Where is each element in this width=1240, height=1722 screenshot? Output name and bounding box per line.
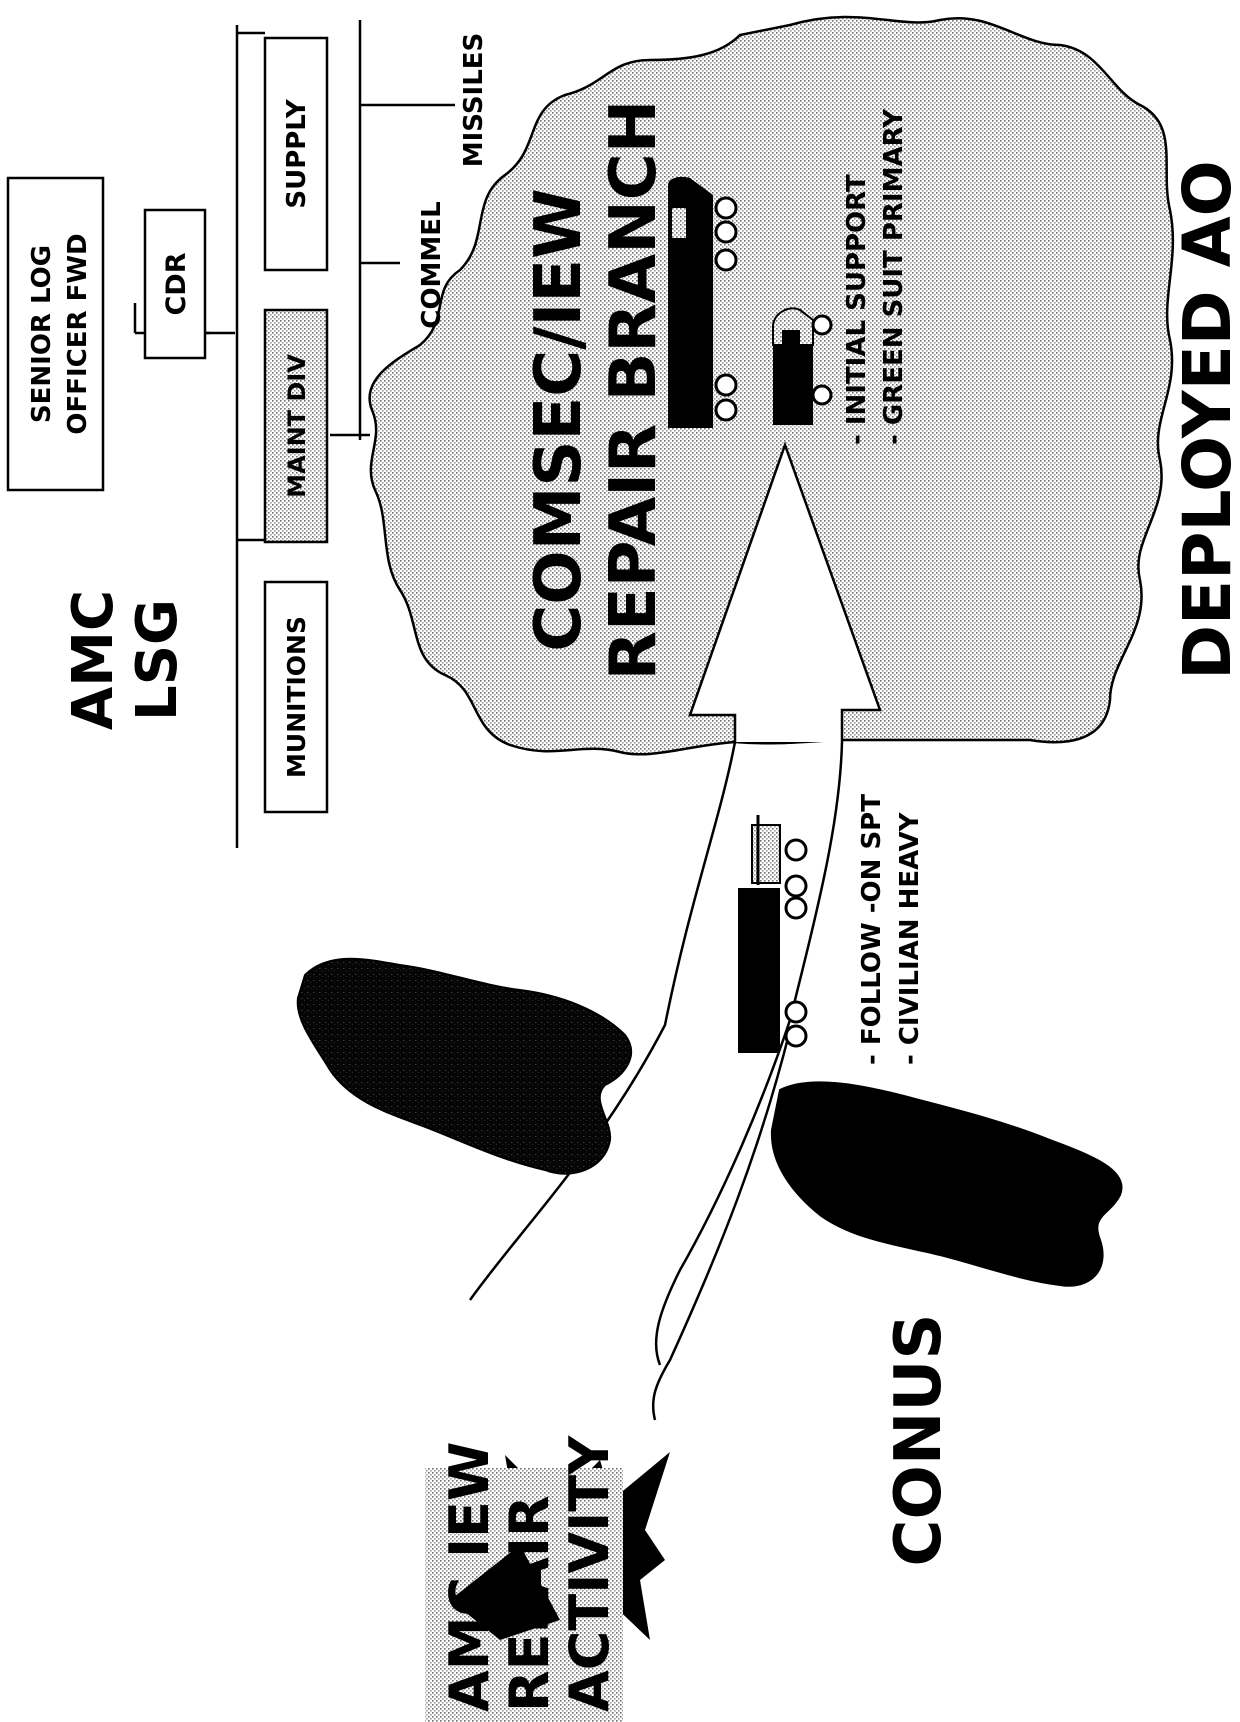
truck-small-icon — [772, 307, 833, 425]
activity-label-1: AMC IEW — [438, 1441, 501, 1712]
maint-div-label: MAINT DIV — [283, 354, 311, 498]
amc-lsg-title-1: AMC — [61, 590, 126, 730]
starburst-shade — [450, 1545, 560, 1640]
munitions-label: MUNITIONS — [282, 616, 311, 778]
activity-label-2: REPAIR — [498, 1495, 561, 1712]
cdr-box — [143, 208, 207, 360]
missiles-label: MISSILES — [459, 33, 489, 168]
branch-title-1: COMSEC/IEW — [522, 188, 596, 651]
truck-route-icon — [738, 815, 808, 1053]
commel-label: COMMEL — [417, 201, 447, 328]
branch-note-initial: - INITIAL SUPPORT — [842, 174, 872, 445]
branch-note-green-suit: - GREEN SUIT PRIMARY — [879, 108, 909, 445]
route-line-upper — [468, 741, 737, 1301]
dark-landmass-upper — [296, 957, 632, 1175]
large-arrow-outline — [688, 441, 882, 742]
branch-title-2: REPAIR BRANCH — [597, 100, 671, 681]
supply-box — [263, 36, 329, 272]
deployed-ao-label: DEPLOYED AO — [1169, 160, 1240, 680]
route-line-lower — [654, 741, 844, 1366]
senior-log-label-2: OFFICER FWD — [63, 233, 93, 434]
maint-div-box — [263, 308, 329, 544]
route-note-civilian: - CIVILIAN HEAVY — [895, 811, 925, 1065]
truck-large-icon — [668, 176, 738, 428]
supply-label: SUPPLY — [282, 98, 312, 208]
conus-label: CONUS — [882, 1314, 956, 1567]
dark-landmass-lower — [770, 1081, 1123, 1287]
senior-log-officer-box — [6, 176, 105, 492]
cdr-label: CDR — [161, 252, 192, 315]
route-line-feed — [651, 1029, 792, 1421]
activity-label-3: ACTIVITY — [558, 1435, 621, 1712]
senior-log-label-1: SENIOR LOG — [27, 245, 57, 423]
deployed-area-shape — [368, 15, 1175, 756]
route-note-follow-on: - FOLLOW -ON SPT — [857, 794, 887, 1065]
munitions-box — [263, 580, 329, 814]
amc-lsg-title-2: LSG — [125, 599, 190, 721]
